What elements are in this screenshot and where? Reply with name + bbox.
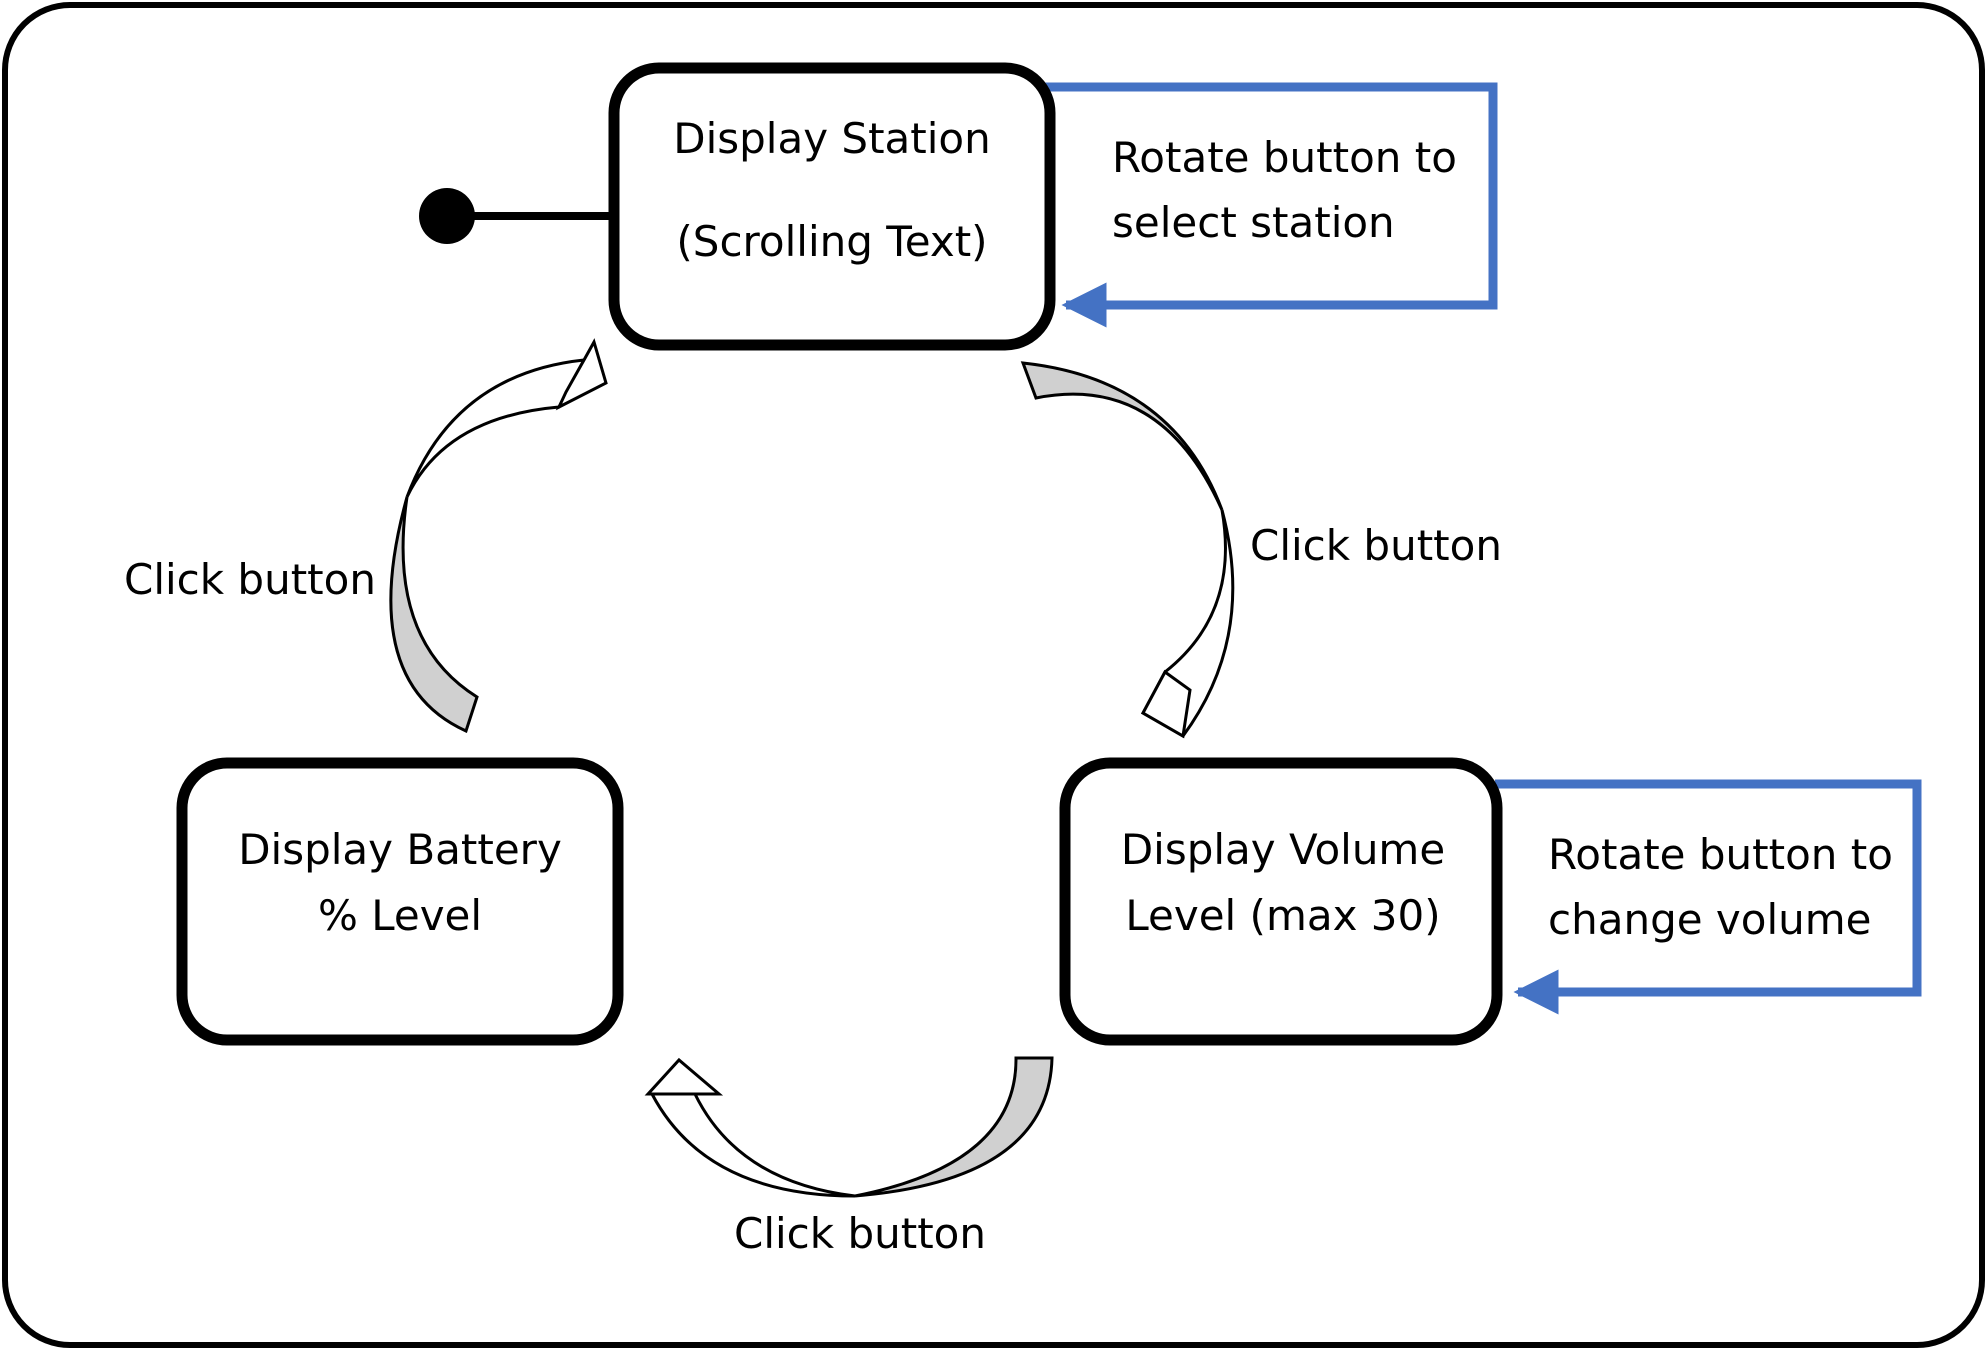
self-loop-volume-line: [1495, 779, 1922, 1015]
state-display-battery-line2: % Level: [318, 891, 482, 940]
state-display-volume-line2: Level (max 30): [1125, 891, 1440, 940]
curved-arrow-head: [644, 1057, 724, 1096]
state-display-volume-line1: Display Volume: [1121, 825, 1445, 874]
transition-station-to-volume-label: Click button: [1250, 521, 1502, 570]
transition-volume-to-battery: Click button: [644, 1056, 1054, 1258]
curved-arrow-shadow: [854, 1056, 1054, 1198]
initial-state: [419, 188, 614, 244]
state-display-station-line1: Display Station: [673, 114, 990, 163]
self-loop-station-label-line2: select station: [1112, 198, 1395, 247]
curved-arrow-head: [555, 338, 608, 411]
self-loop-volume: Rotate button to change volume: [1495, 779, 1922, 1015]
state-display-volume-box: [1059, 757, 1503, 1046]
curved-arrow-shadow: [1020, 361, 1224, 511]
state-display-battery: Display Battery % Level: [176, 757, 624, 1046]
self-loop-station-line: [1043, 82, 1498, 328]
state-display-battery-line1: Display Battery: [238, 825, 562, 874]
transition-battery-to-station-label: Click button: [124, 555, 376, 604]
transition-battery-to-station: Click button: [124, 338, 608, 734]
self-loop-volume-label-line1: Rotate button to: [1548, 830, 1893, 879]
curved-arrow-head: [1140, 669, 1192, 739]
state-display-volume: Display Volume Level (max 30): [1059, 757, 1503, 1046]
transition-volume-to-battery-label: Click button: [734, 1209, 986, 1258]
self-loop-station-label-line1: Rotate button to: [1112, 133, 1457, 182]
self-loop-station: Rotate button to select station: [1043, 82, 1498, 328]
transition-station-to-volume: Click button: [1020, 361, 1502, 739]
state-display-station-line2: (Scrolling Text): [676, 217, 987, 266]
state-display-station: Display Station (Scrolling Text): [608, 62, 1056, 351]
curved-arrow-shadow: [389, 496, 479, 734]
self-loop-volume-label-line2: change volume: [1548, 895, 1872, 944]
state-display-station-box: [608, 62, 1056, 351]
state-display-battery-box: [176, 757, 624, 1046]
